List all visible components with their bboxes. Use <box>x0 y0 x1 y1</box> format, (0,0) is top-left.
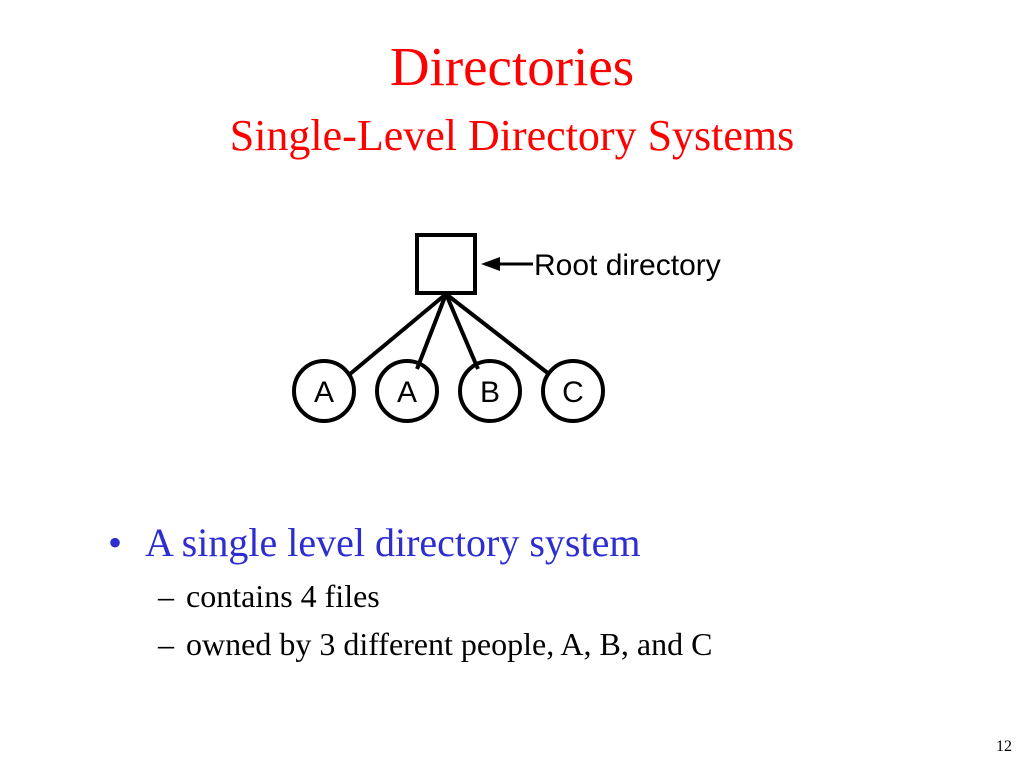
bullet-marker: • <box>108 520 123 565</box>
sub-bullet-list: –contains 4 files –owned by 3 different … <box>158 572 712 668</box>
file-node-4 <box>541 359 605 423</box>
bullet-list: • A single level directory system –contai… <box>108 518 712 668</box>
sub-bullet-text: contains 4 files <box>186 578 380 614</box>
file-node-1 <box>292 359 356 423</box>
bullet-text: A single level directory system <box>145 520 641 565</box>
sub-bullet-item: –owned by 3 different people, A, B, and … <box>158 620 712 668</box>
file-label-4: C <box>562 376 584 409</box>
edge-root-to-file-3 <box>444 293 480 370</box>
edge-root-to-file-2 <box>415 293 448 370</box>
sub-bullet-marker: – <box>158 626 174 662</box>
file-node-3 <box>458 359 522 423</box>
edge-root-to-file-1 <box>348 292 448 376</box>
slide-title: Directories <box>389 36 635 97</box>
sub-bullet-marker: – <box>158 578 174 614</box>
file-label-3: B <box>480 376 500 409</box>
file-label-2: A <box>397 376 417 409</box>
sub-bullet-text: owned by 3 different people, A, B, and C <box>186 626 713 662</box>
root-directory-box <box>415 233 477 295</box>
slide-subtitle: Single-Level Directory Systems <box>229 111 795 160</box>
bullet-item: • A single level directory system <box>108 518 712 568</box>
page-number: 12 <box>996 738 1012 755</box>
root-pointer-arrowhead <box>481 257 500 271</box>
root-directory-label: Root directory <box>534 249 721 282</box>
file-node-2 <box>375 359 439 423</box>
sub-bullet-item: –contains 4 files <box>158 572 712 620</box>
edge-root-to-file-4 <box>444 292 551 376</box>
file-label-1: A <box>314 376 334 409</box>
